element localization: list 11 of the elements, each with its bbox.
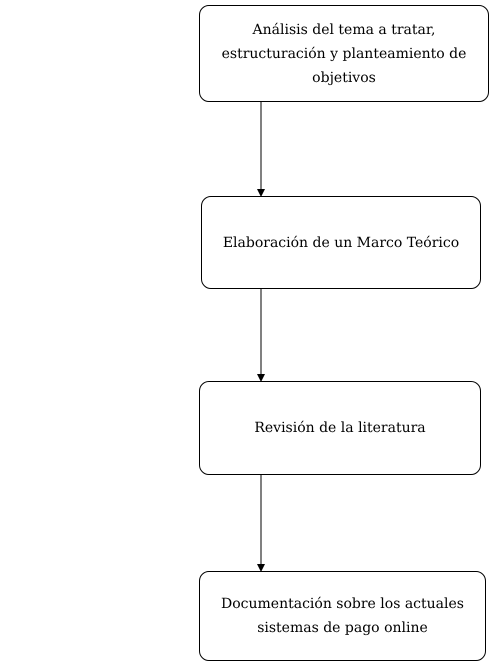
arrow xyxy=(257,288,265,382)
box-text: Revisión de la literatura xyxy=(254,419,426,438)
box-text: Elaboración de un Marco Teórico xyxy=(222,234,460,252)
box-text: Análisis del tema a tratar, estructuración y planteamiento de objetivos xyxy=(220,20,468,88)
process-box xyxy=(201,196,481,289)
process-box xyxy=(199,571,486,661)
box-text: Documentación sobre los actuales sistemas de pago online xyxy=(220,595,465,638)
arrow xyxy=(257,102,265,197)
arrow xyxy=(257,474,265,572)
process-box xyxy=(199,5,489,102)
process-box xyxy=(199,381,481,475)
